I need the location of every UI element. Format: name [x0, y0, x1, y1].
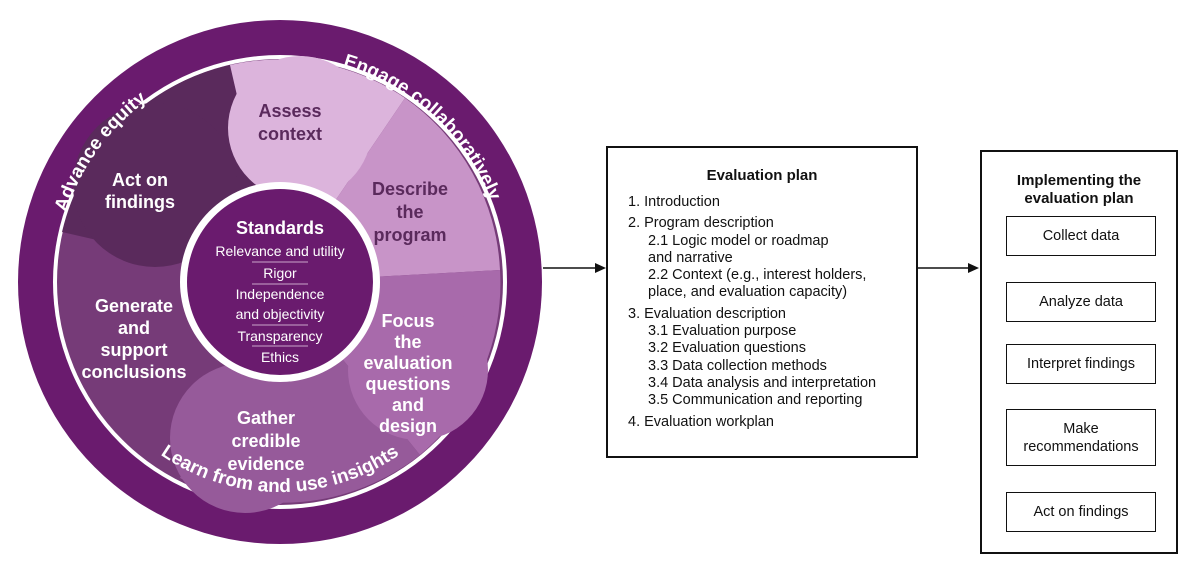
standards-dividers	[252, 261, 308, 347]
step-interpret-findings: Interpret findings	[1006, 344, 1156, 384]
label-generate-line: Generate	[95, 296, 173, 316]
plan-subsection: 2.1 Logic model or roadmap	[648, 232, 829, 249]
plan-subsection: 3.5 Communication and reporting	[648, 392, 863, 409]
label-gather-line: evidence	[227, 454, 304, 474]
segment-act-bulge	[73, 103, 237, 267]
standards-circle	[187, 189, 373, 375]
label-act-line: Act on	[112, 170, 168, 190]
label-gather-line: Gather	[237, 408, 295, 428]
label-act-line: findings	[105, 192, 175, 212]
step-collect-data: Collect data	[1006, 216, 1156, 256]
implementing-title-line: Implementing the	[1016, 172, 1142, 189]
segment-focus-bulge	[348, 300, 488, 440]
plan-subsection: and narrative	[648, 249, 733, 266]
standards-text: Standards Relevance and utility Rigor In…	[215, 218, 344, 365]
plan-section-label: 3. Evaluation description	[628, 305, 786, 322]
plan-subsection: 3.4 Data analysis and interpretation	[648, 374, 877, 391]
plan-subsection: 2.2 Context (e.g., interest holders,	[648, 267, 867, 284]
label-describe-line: program	[373, 225, 446, 245]
standard-transparency: Transparency	[237, 328, 322, 344]
label-assess-line: context	[258, 124, 322, 144]
step-make-recommendations-text: Make recommendations	[1023, 420, 1139, 455]
label-generate: Generate and support conclusions	[81, 296, 186, 382]
label-describe: Describe the program	[372, 179, 448, 245]
plan-section-label: 4. Evaluation workplan	[628, 413, 774, 430]
plan-subsection: 3.2 Evaluation questions	[648, 340, 806, 357]
step-make-recommendations: Make recommendations	[1006, 409, 1156, 466]
label-focus: Focus the evaluation questions and desig…	[363, 311, 452, 436]
label-generate-line: support	[101, 340, 168, 360]
label-gather-line: credible	[231, 431, 300, 451]
connector-arrows	[543, 263, 979, 273]
label-act: Act on findings	[105, 170, 175, 212]
label-gather: Gather credible evidence	[227, 408, 304, 474]
plan-section: 1. Introduction	[628, 194, 876, 211]
standard-rigor: Rigor	[263, 265, 297, 281]
implementing-title-line: evaluation plan	[1024, 190, 1134, 207]
standard-ethics: Ethics	[261, 349, 299, 365]
segment-assess-bulge	[228, 56, 372, 200]
implementing-box: Implementing the evaluation plan Collect…	[980, 150, 1178, 554]
label-focus-line: evaluation	[363, 353, 452, 373]
plan-subsection: place, and evaluation capacity)	[648, 284, 848, 301]
evaluation-plan-title: Evaluation plan	[706, 167, 818, 184]
label-focus-line: and	[392, 395, 424, 415]
standard-relevance: Relevance and utility	[215, 243, 344, 259]
arrow-plan-to-implement-head	[968, 263, 979, 273]
standards-title: Standards	[236, 218, 324, 238]
label-assess-line: Assess	[258, 101, 321, 121]
label-describe-line: Describe	[372, 179, 448, 199]
standard-independence: Independence	[236, 286, 325, 302]
plan-subsection: 3.3 Data collection methods	[648, 357, 827, 374]
implementing-title: Implementing the evaluation plan	[982, 172, 1176, 208]
plan-section-label: 1. Introduction	[628, 194, 720, 210]
plan-subsection: 3.1 Evaluation purpose	[648, 323, 797, 340]
standard-objectivity: and objectivity	[236, 306, 325, 322]
label-describe-line: the	[397, 202, 424, 222]
wheel-segments	[57, 56, 503, 513]
label-assess: Assess context	[258, 101, 322, 144]
label-focus-line: design	[379, 416, 437, 436]
label-focus-line: the	[395, 332, 422, 352]
label-generate-line: conclusions	[81, 362, 186, 382]
step-act-on-findings: Act on findings	[1006, 492, 1156, 532]
label-focus-line: Focus	[381, 311, 434, 331]
evaluation-plan-box: Evaluation plan 1. Introduction 2. Progra…	[606, 146, 918, 458]
label-focus-line: questions	[365, 374, 450, 394]
label-generate-line: and	[118, 318, 150, 338]
segment-gather-bulge	[170, 363, 320, 513]
arrow-wheel-to-plan-head	[595, 263, 606, 273]
step-analyze-data: Analyze data	[1006, 282, 1156, 322]
plan-section: 4. Evaluation workplan	[628, 414, 876, 431]
step-labels: Assess context Describe the program Focu…	[81, 101, 452, 474]
plan-section-label: 2. Program description	[628, 215, 774, 232]
